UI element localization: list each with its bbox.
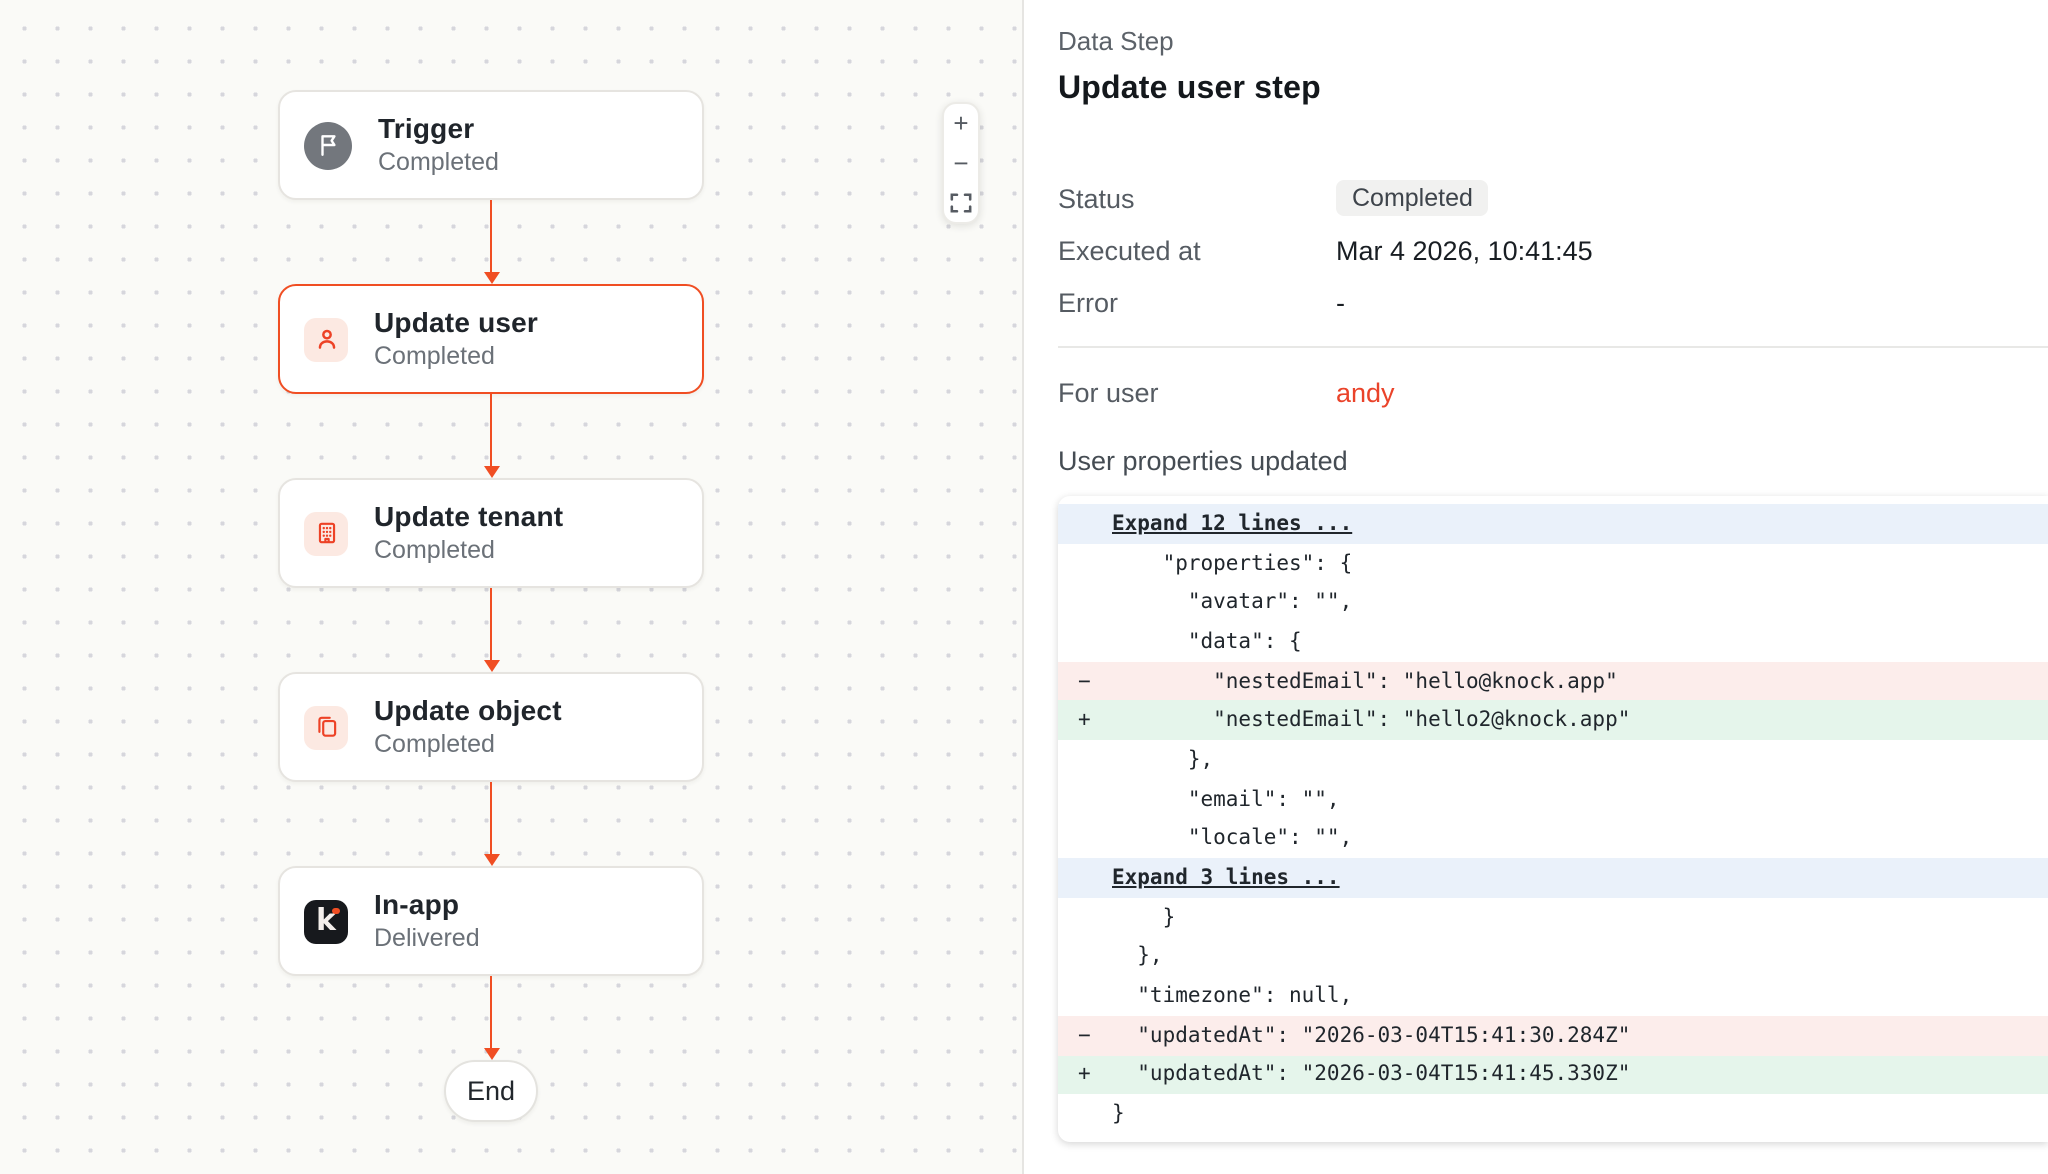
diff-line-context: "avatar": "", [1058, 583, 2048, 622]
diff-line-text: "properties": { [1112, 551, 1353, 576]
field-row-executed-at: Executed at Mar 4 2026, 10:41:45 [1058, 224, 2048, 276]
diff-line-context: "data": { [1058, 622, 2048, 661]
diff-added-marker: + [1078, 708, 1091, 733]
knock-letter: k [316, 901, 336, 937]
node-title: Update object [374, 694, 562, 726]
end-label: End [466, 1076, 516, 1106]
zoom-in-button[interactable]: + [953, 108, 969, 139]
diff-line-context: "timezone": null, [1058, 977, 2048, 1016]
flow-arrow [481, 200, 501, 284]
diff-line-text: "timezone": null, [1112, 984, 1353, 1009]
node-title: Update user [374, 306, 539, 338]
workflow-flow: Trigger Completed Update user Completed [278, 90, 704, 1122]
field-label: Error [1058, 287, 1118, 317]
diff-line-context: "email": "", [1058, 780, 2048, 819]
knock-logo-icon: k [304, 899, 348, 943]
diff-expand-label: Expand 12 lines ... [1112, 511, 1353, 536]
diff-line-text: "nestedEmail": "hello2@knock.app" [1112, 708, 1631, 733]
zoom-out-button[interactable]: − [953, 148, 969, 178]
node-status: Completed [374, 730, 495, 758]
diff-line-text: }, [1112, 747, 1214, 772]
diff-line-text: "data": { [1112, 629, 1302, 654]
diff-line-added: + "updatedAt": "2026-03-04T15:41:45.330Z… [1058, 1055, 2048, 1095]
node-update-user[interactable]: Update user Completed [278, 284, 704, 394]
node-end[interactable]: End [444, 1060, 538, 1122]
workflow-canvas[interactable]: Trigger Completed Update user Completed [0, 0, 1024, 1174]
field-row-status: Status Completed [1058, 172, 2048, 224]
diff-line-context: } [1058, 1095, 2048, 1134]
node-title: Trigger [378, 112, 475, 144]
step-fields: Status Completed Executed at Mar 4 2026,… [1058, 172, 2048, 328]
diff-line-context: "locale": "", [1058, 819, 2048, 858]
node-status: Delivered [374, 924, 480, 952]
diff-line-text: "avatar": "", [1112, 590, 1353, 615]
diff-line-text: "locale": "", [1112, 826, 1353, 851]
field-value: - [1336, 287, 1345, 317]
user-link[interactable]: andy [1336, 377, 1395, 407]
diff-line-text: "nestedEmail": "hello@knock.app" [1112, 669, 1618, 694]
diff-removed-marker: − [1078, 669, 1091, 694]
step-type-label: Data Step [1058, 26, 1174, 56]
diff-line-text: "email": "", [1112, 787, 1340, 812]
diff-line-added: + "nestedEmail": "hello2@knock.app" [1058, 700, 2048, 741]
diff-line-context: } [1058, 898, 2048, 937]
flow-arrow [481, 782, 501, 866]
section-divider [1058, 346, 2048, 348]
diff-line-text: }, [1112, 944, 1163, 969]
diff-line-context: "properties": { [1058, 543, 2048, 582]
node-title: In-app [374, 888, 460, 920]
fit-view-button[interactable] [944, 183, 978, 222]
corner-brackets-icon [950, 192, 972, 212]
step-detail-panel: Data Step Update user step Status Comple… [1024, 0, 2048, 1174]
node-title: Update tenant [374, 500, 564, 532]
knock-logo-dot [332, 907, 339, 914]
diff-expand-button[interactable]: Expand 3 lines ... [1058, 858, 2048, 898]
node-status: Completed [378, 148, 499, 176]
field-row-for-user: For user andy [1058, 366, 2048, 418]
diff-line-text: "updatedAt": "2026-03-04T15:41:45.330Z" [1112, 1062, 1631, 1087]
building-icon [304, 511, 348, 555]
diff-line-removed: − "updatedAt": "2026-03-04T15:41:30.284Z… [1058, 1015, 2048, 1056]
flag-icon [304, 121, 352, 169]
diff-added-marker: + [1078, 1062, 1091, 1087]
flow-arrow [481, 394, 501, 478]
diff-line-text: "updatedAt": "2026-03-04T15:41:30.284Z" [1112, 1023, 1631, 1048]
flow-arrow [481, 588, 501, 672]
diff-line-context: }, [1058, 937, 2048, 976]
user-icon [304, 317, 348, 361]
field-value: Mar 4 2026, 10:41:45 [1336, 235, 1593, 265]
diff-line-context: }, [1058, 740, 2048, 779]
node-status: Completed [374, 342, 495, 370]
diff-line-removed: − "nestedEmail": "hello@knock.app" [1058, 661, 2048, 701]
diff-removed-marker: − [1078, 1023, 1091, 1048]
status-badge: Completed [1336, 180, 1489, 216]
field-label: Status [1058, 183, 1135, 213]
field-label: For user [1058, 377, 1159, 407]
diff-line-text: } [1112, 1102, 1125, 1127]
node-update-object[interactable]: Update object Completed [278, 672, 704, 782]
field-label: Executed at [1058, 235, 1201, 265]
flow-arrow [481, 976, 501, 1060]
field-row-error: Error - [1058, 276, 2048, 328]
copy-icon [304, 705, 348, 749]
properties-diff-viewer: Expand 12 lines ... "properties": { "ava… [1058, 496, 2048, 1142]
diff-section-title: User properties updated [1058, 446, 1348, 476]
diff-expand-button[interactable]: Expand 12 lines ... [1058, 504, 2048, 544]
diff-expand-label: Expand 3 lines ... [1112, 866, 1340, 891]
node-trigger[interactable]: Trigger Completed [278, 90, 704, 200]
diff-line-text: } [1112, 905, 1176, 930]
page-title: Update user step [1058, 72, 1321, 106]
node-update-tenant[interactable]: Update tenant Completed [278, 478, 704, 588]
node-status: Completed [374, 536, 495, 564]
canvas-zoom-controls: + − [942, 102, 980, 224]
node-in-app[interactable]: k In-app Delivered [278, 866, 704, 976]
